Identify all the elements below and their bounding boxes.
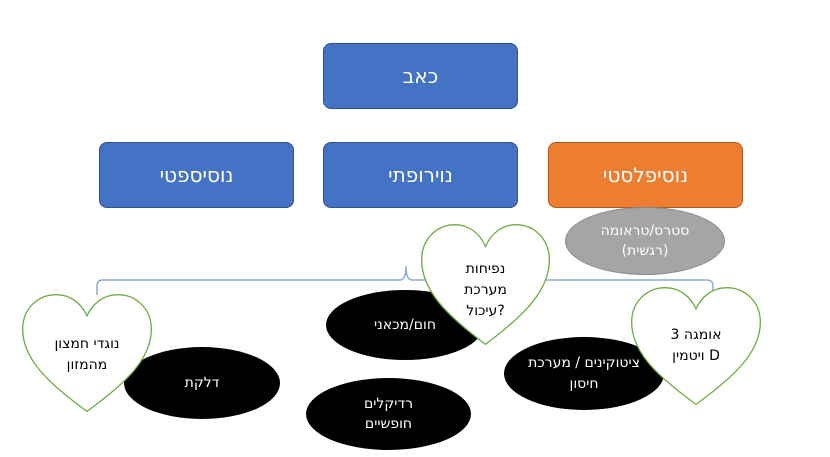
- stress-label: סטרס/טראומה (רגשית): [600, 222, 690, 259]
- heart-shape: [420, 224, 551, 346]
- nociceptive-node[interactable]: נוסיספטי: [99, 142, 294, 208]
- nociplastic-node[interactable]: נוסיפלסטי: [548, 142, 743, 208]
- cytokines-oval[interactable]: ציטוקינים / מערכת חיסון: [504, 337, 664, 410]
- neuropathic-label: נוירופתי: [388, 163, 453, 187]
- bloating-label: נפיחות מערכת עיכול?: [464, 261, 507, 319]
- heart-shape: [22, 293, 152, 413]
- nociplastic-label: נוסיפלסטי: [602, 163, 689, 187]
- stress-oval[interactable]: סטרס/טראומה (רגשית): [565, 207, 725, 275]
- antioxidants-label: נוגדי חמצון מהמזון: [54, 336, 120, 373]
- neuropathic-node[interactable]: נוירופתי: [323, 142, 518, 208]
- antioxidants-heart[interactable]: נוגדי חמצון מהמזון: [20, 292, 154, 414]
- inflammation-label: דלקת: [184, 374, 220, 391]
- heat-label: חום/מכאני: [374, 316, 436, 333]
- cytokines-label: ציטוקינים / מערכת חיסון: [528, 355, 640, 392]
- pain-node[interactable]: כאב: [323, 43, 518, 109]
- omega-heart[interactable]: אומגה 3 ויטמין D: [629, 285, 763, 407]
- bloating-heart[interactable]: נפיחות מערכת עיכול?: [419, 222, 552, 347]
- heart-shape: [631, 286, 761, 406]
- nociceptive-label: נוסיספטי: [159, 163, 234, 187]
- radicals-label: רדיקלים חופשיים: [364, 395, 413, 432]
- free-radicals-oval[interactable]: רדיקלים חופשיים: [306, 378, 471, 450]
- pain-label: כאב: [402, 64, 439, 88]
- omega-label: אומגה 3 ויטמין D: [670, 327, 722, 364]
- inflammation-oval[interactable]: דלקת: [124, 347, 280, 419]
